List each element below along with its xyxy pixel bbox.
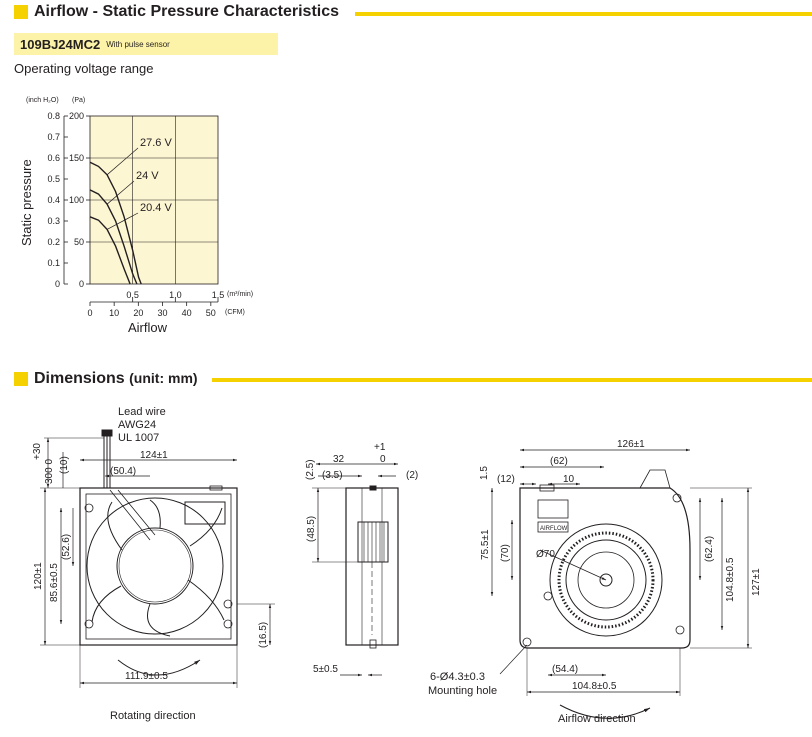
y-tick-label-pa: 100	[69, 195, 84, 205]
depth-tol-plus: +1	[374, 442, 386, 453]
mounting-holes: 6-Ø4.3±0.3	[430, 671, 485, 683]
airflow-direction: Airflow direction	[558, 713, 636, 725]
dim-127: 127±1	[751, 568, 762, 596]
dim-1-5: 1.5	[479, 466, 490, 480]
section-marker	[14, 372, 28, 386]
dim-104-8-h: 104.8±0.5	[572, 681, 617, 692]
y-tick-label-inch: 0	[55, 279, 60, 289]
dim-10: (10)	[59, 456, 70, 474]
lead-wire-ul: UL 1007	[118, 432, 159, 444]
y-tick-label-inch: 0.8	[47, 111, 60, 121]
dim-3-5: (3.5)	[322, 470, 343, 481]
series-leader	[106, 212, 139, 230]
dim-62: (62)	[550, 456, 568, 467]
x-tick-label-cfm: 40	[182, 308, 192, 318]
dim-52-6: (52.6)	[61, 534, 72, 560]
x-unit-top: (m³/min)	[227, 291, 253, 298]
model-box: 109BJ24MC2 With pulse sensor	[14, 33, 278, 55]
y-tick-label-pa: 150	[69, 153, 84, 163]
dim-12: (12)	[497, 474, 515, 485]
plot-grid	[90, 116, 218, 284]
y-tick-label-inch: 0.7	[47, 132, 60, 142]
y-unit-pa: (Pa)	[72, 97, 85, 104]
dim-height-120: 120±1	[33, 562, 44, 590]
y-tick-label-inch: 0.2	[47, 237, 60, 247]
section-rule	[355, 12, 812, 16]
dim-70: (70)	[500, 544, 511, 562]
plot-axes: 0.80.70.60.50.40.30.20.102001501005000.5…	[47, 111, 224, 318]
y-tick-label-pa: 50	[74, 237, 84, 247]
y-tick-label-inch: 0.4	[47, 195, 60, 205]
dimension-drawings: Lead wire AWG24 UL 1007 +30 300 0 (10) 1…	[32, 406, 762, 725]
x-tick-label-m3: 1.0	[169, 290, 182, 300]
section-title-airflow: Airflow - Static Pressure Characteristic…	[34, 3, 340, 20]
lead-length-tol: +30	[32, 443, 43, 460]
rotating-direction: Rotating direction	[110, 710, 196, 722]
x-tick-label-m3: 0.5	[126, 290, 139, 300]
dim-48-5: (48.5)	[306, 516, 317, 542]
x-unit-bottom: (CFM)	[225, 309, 245, 316]
dim-104-8-v: 104.8±0.5	[725, 557, 736, 602]
dim-depth-32: 32	[333, 454, 345, 465]
section-rule	[212, 378, 812, 382]
series-label: 24 V	[136, 170, 159, 182]
lead-wire-awg: AWG24	[118, 419, 156, 431]
series-label: 20.4 V	[140, 202, 172, 214]
x-tick-label-cfm: 10	[109, 308, 119, 318]
y-tick-label-inch: 0.1	[47, 258, 60, 268]
x-axis-label: Airflow	[128, 320, 168, 335]
pq-chart: 27.6 V 24 V 20.4 V 0.8 0.7 0.6 0.5 0.4 0.3 0.2 0.…	[19, 97, 253, 335]
dim-62-4: (62.4)	[704, 536, 715, 562]
series-leader	[106, 180, 135, 205]
dim-width-124: 124±1	[140, 450, 168, 461]
back-view: 126±1 (62) (12) 10 1.5 AIRFLOW Ø70 75.5±…	[428, 439, 762, 725]
model-subtitle: With pulse sensor	[106, 39, 170, 49]
dim-phi70: Ø70	[536, 549, 555, 560]
x-tick-label-cfm: 50	[206, 308, 216, 318]
lead-wire-label: Lead wire	[118, 406, 166, 418]
y-tick-label-inch: 0.6	[47, 153, 60, 163]
series-label: 27.6 V	[140, 137, 172, 149]
dim-2: (2)	[406, 470, 418, 481]
series-line	[89, 161, 142, 285]
dim-10-back: 10	[563, 474, 575, 485]
y-axis-label: Static pressure	[19, 159, 34, 246]
lead-length: 300 0	[44, 459, 55, 484]
dim-50-4: (50.4)	[110, 466, 136, 477]
plot-series: 27.6 V 24 V 20.4 V	[89, 137, 172, 285]
dim-75-5: 75.5±1	[480, 529, 491, 560]
dim-width-126: 126±1	[617, 439, 645, 450]
x-tick-label-cfm: 20	[133, 308, 143, 318]
depth-tol-minus: 0	[380, 454, 386, 465]
section-title-dimensions: Dimensions (unit: mm)	[34, 370, 198, 387]
mounting-hole-label: Mounting hole	[428, 685, 497, 697]
dim-111-9: 111.9±0.5	[125, 671, 168, 682]
side-view: +1 32 0 (3.5) (2) (2.5) (48.5) 5±0.5	[305, 442, 418, 677]
x-tick-label-cfm: 0	[87, 308, 92, 318]
y-unit-inch: (inch H₂O)	[26, 97, 59, 104]
series-line	[89, 189, 138, 285]
y-tick-label-inch: 0.5	[47, 174, 60, 184]
y-tick-label-pa: 200	[69, 111, 84, 121]
series-leader	[106, 147, 139, 176]
y-tick-label-inch: 0.3	[47, 216, 60, 226]
dim-16-5: (16.5)	[258, 622, 269, 648]
y-tick-label-pa: 0	[79, 279, 84, 289]
x-tick-label-cfm: 30	[157, 308, 167, 318]
dim-5: 5±0.5	[313, 664, 338, 675]
dim-54-4: (54.4)	[552, 664, 578, 675]
dim-85-6: 85.6±0.5	[49, 563, 60, 602]
model-name: 109BJ24MC2	[20, 36, 101, 52]
dim-2-5: (2.5)	[305, 459, 316, 480]
operating-range-label: Operating voltage range	[14, 61, 154, 76]
front-view: Lead wire AWG24 UL 1007 +30 300 0 (10) 1…	[32, 406, 275, 722]
section-marker	[14, 5, 28, 19]
x-tick-label-m3: 1.5	[212, 290, 225, 300]
airflow-tag: AIRFLOW	[540, 526, 568, 532]
series-line	[89, 216, 131, 285]
